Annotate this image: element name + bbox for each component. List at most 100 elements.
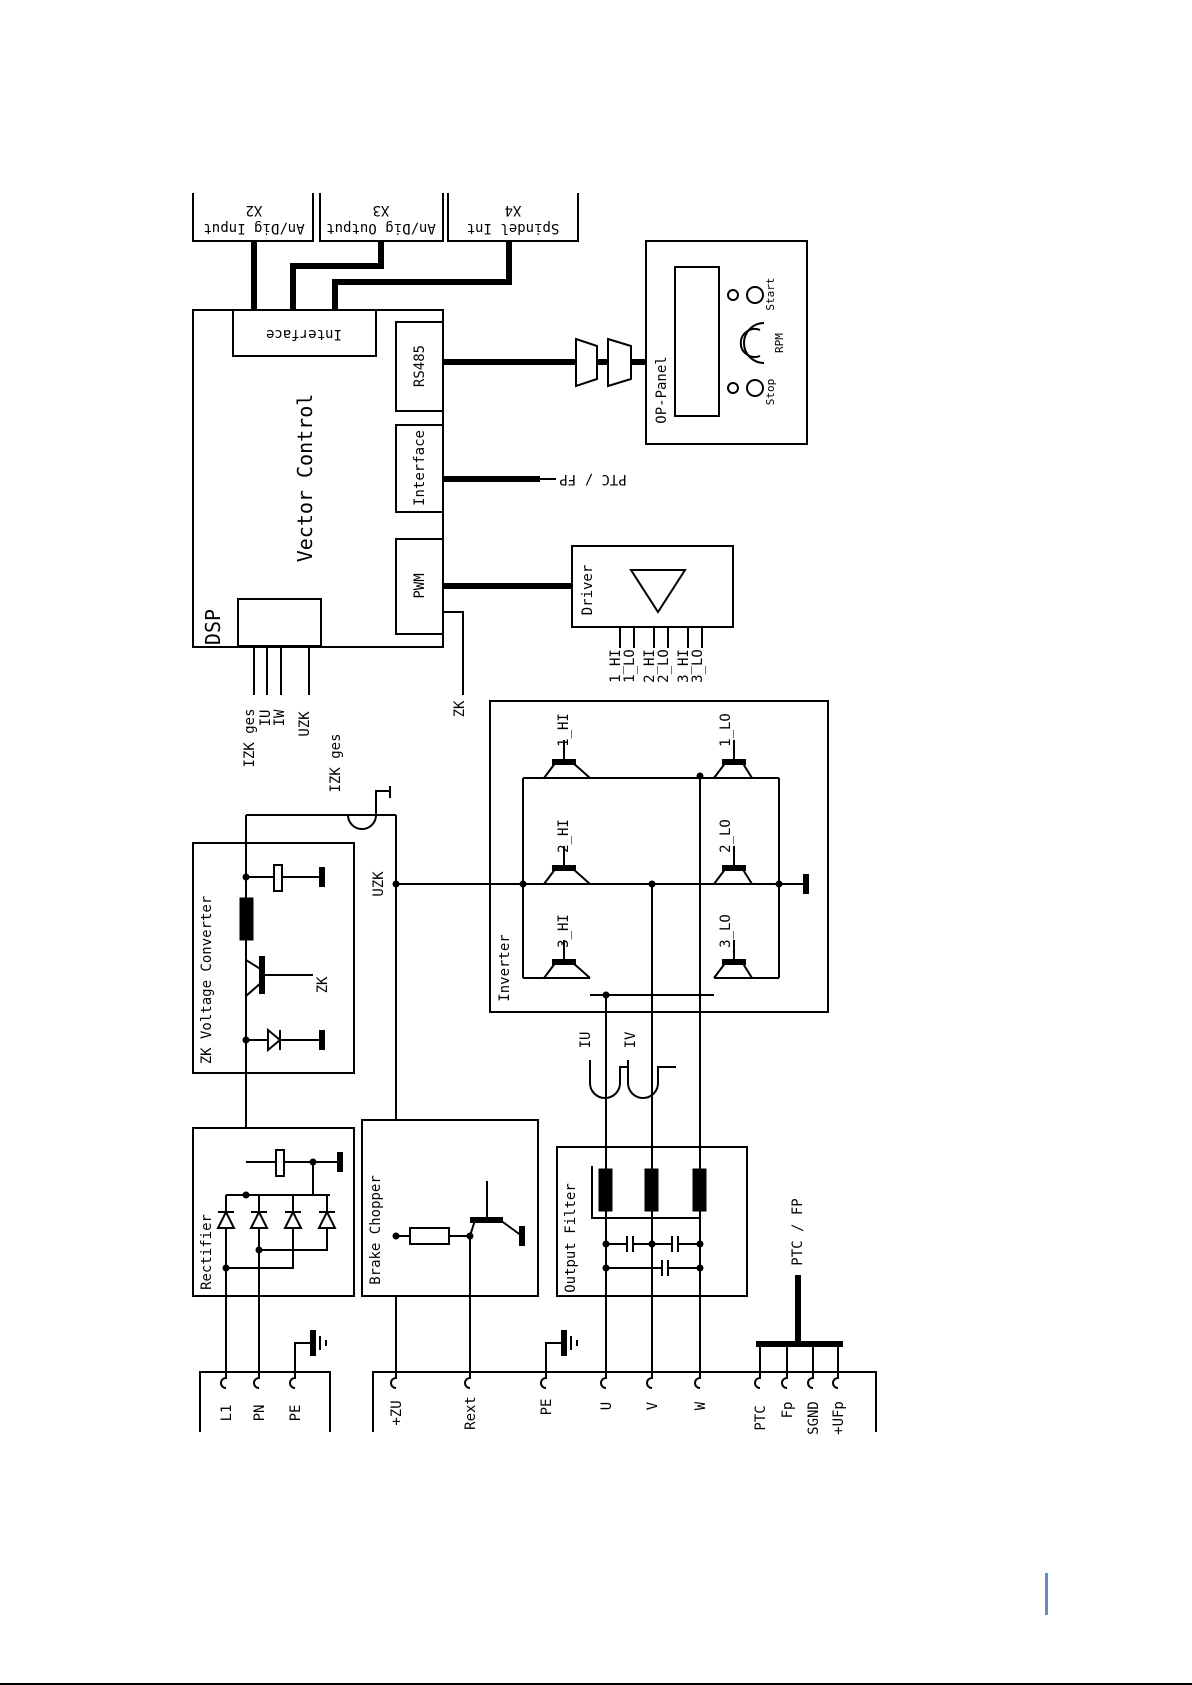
interface-top-label: Interface — [266, 326, 342, 342]
inverter-block: Inverter — [489, 700, 829, 1013]
brake-chopper-block: Brake Chopper — [361, 1119, 539, 1372]
bottom-rule — [0, 1683, 1192, 1685]
dsp-label: DSP — [201, 609, 225, 645]
dsp-signal-zk: ZK — [452, 700, 468, 717]
stop-button-icon[interactable] — [746, 379, 764, 397]
driver-out-2lo: 2_LO — [656, 649, 672, 683]
ground-icon-right — [545, 1330, 578, 1372]
dsp-block: Interface Vector Control DSP RS485 Inter… — [192, 309, 444, 648]
transistor-1hi-label: 1_HI — [556, 713, 572, 747]
connector-x4-id: X4 — [505, 202, 522, 218]
transistor-2lo-label: 2_LO — [718, 819, 734, 853]
terminal-u-label: U — [599, 1402, 615, 1410]
rectifier-label: Rectifier — [199, 1214, 215, 1290]
terminal-pe-left: PE — [288, 1372, 304, 1421]
uzk-bus-label: UZK — [371, 871, 387, 897]
rect-capacitor-icon — [275, 1149, 285, 1177]
terminal-pe-right: PE — [539, 1372, 555, 1415]
terminal-v: V — [645, 1372, 661, 1410]
filter-inductor-w-icon — [692, 1168, 707, 1212]
terminal-fp-label: Fp — [780, 1402, 796, 1419]
terminal-rext-label: Rext — [463, 1396, 479, 1430]
iv-sense-label: IV — [623, 1031, 639, 1048]
connector-x2-label: An/Dig Input — [203, 220, 304, 236]
ptc-fp-bus-bottom: PTC / FP — [756, 1198, 843, 1372]
pwm-box — [395, 538, 444, 635]
driver-block: Driver — [571, 545, 734, 648]
terminal-pn: PN — [252, 1372, 268, 1421]
terminal-ptc: PTC — [753, 1372, 769, 1431]
rpm-label: RPM — [773, 333, 786, 353]
connector-x3: X3 An/Dig Output — [319, 193, 444, 242]
terminal-plus-zu: +ZU — [389, 1372, 405, 1426]
transistor-1hi-icon: 1_HI — [543, 713, 591, 779]
interface-top-box — [232, 309, 377, 357]
dsp-signal-iw: IW — [272, 709, 288, 726]
transistor-2lo-icon: 2_LO — [713, 819, 753, 885]
terminal-l1-label: L1 — [219, 1405, 235, 1422]
terminal-fp: Fp — [780, 1372, 796, 1418]
transistor-2hi-icon: 2_HI — [543, 819, 591, 885]
terminal-rext: Rext — [463, 1372, 479, 1430]
rpm-knob-icon[interactable] — [743, 322, 765, 364]
terminal-pe-left-label: PE — [288, 1405, 304, 1422]
driver-out-1hi: 1_HI — [608, 649, 624, 683]
driver-out-2hi: 2_HI — [642, 649, 658, 683]
connector-x2: X2 An/Dig Input — [192, 193, 314, 242]
filter-inductor-u-icon — [598, 1168, 613, 1212]
page-margin-rule — [1045, 1573, 1048, 1615]
interface-buses — [251, 241, 512, 310]
connector-x4: X4 Spindel Int — [447, 193, 579, 242]
current-sensors: IU IV — [578, 1031, 676, 1099]
dsp-sensor-lines: IZK ges IU IW UZK — [242, 646, 313, 768]
op-panel-label: OP-Panel — [654, 356, 670, 423]
stop-label: Stop — [764, 379, 777, 406]
zk-line — [443, 611, 464, 695]
zk-conv-signal-label: ZK — [315, 976, 331, 993]
interface-mid-label: Interface — [412, 430, 428, 506]
zk-capacitor-icon — [273, 864, 283, 892]
op-panel-display — [674, 266, 720, 417]
rs485-bus — [443, 337, 646, 388]
ptc-fp-top-label: PTC / FP — [559, 471, 626, 487]
connector-x4-label: Spindel Int — [467, 220, 560, 236]
connector-x3-id: X3 — [373, 202, 390, 218]
start-button-icon[interactable] — [746, 286, 764, 304]
terminal-v-label: V — [645, 1401, 661, 1410]
rectifier-block: Rectifier — [192, 1127, 355, 1372]
izk-ges-sense-label: IZK ges — [328, 733, 344, 792]
transistor-3lo-label: 3_LO — [718, 914, 734, 948]
terminal-plus-ufp-label: +UFp — [831, 1401, 847, 1435]
terminal-pn-label: PN — [252, 1405, 268, 1422]
output-filter-label: Output Filter — [563, 1183, 579, 1293]
zk-converter-block: ZK Voltage Converter ZK — [192, 815, 355, 1140]
vector-control-label: Vector Control — [293, 394, 317, 563]
connector-x3-label: An/Dig Output — [326, 220, 436, 236]
iu-sense-label: IU — [578, 1032, 594, 1049]
terminal-plus-ufp: +UFp — [831, 1372, 847, 1435]
inverter-label: Inverter — [497, 934, 513, 1001]
transistor-3hi-icon: 3_HI — [543, 914, 591, 979]
brake-chopper-label: Brake Chopper — [368, 1175, 384, 1285]
transistor-3lo-icon: 3_LO — [713, 914, 753, 979]
transistor-1lo-icon: 1_LO — [713, 713, 753, 779]
start-led-icon — [727, 289, 739, 301]
zk-inductor-icon — [239, 897, 254, 941]
terminal-u: U — [599, 1372, 615, 1410]
pwm-label: PWM — [412, 573, 428, 598]
transistor-3hi-label: 3_HI — [556, 914, 572, 948]
terminal-l1: L1 — [219, 1372, 235, 1421]
rs485-label: RS485 — [412, 345, 428, 387]
transistor-2hi-label: 2_HI — [556, 819, 572, 853]
terminal-strip-left: L1 PN PE — [199, 1371, 331, 1432]
filter-inductor-v-icon — [644, 1168, 659, 1212]
ground-icon-left — [294, 1330, 327, 1372]
dsp-signal-iu: IU — [258, 710, 274, 727]
interface-mid-box — [395, 424, 444, 513]
terminal-w: W — [693, 1372, 709, 1410]
transistor-1lo-label: 1_LO — [718, 713, 734, 747]
start-label: Start — [764, 277, 777, 310]
terminal-plus-zu-label: +ZU — [389, 1400, 405, 1425]
zk-diode-icon — [267, 1027, 282, 1053]
